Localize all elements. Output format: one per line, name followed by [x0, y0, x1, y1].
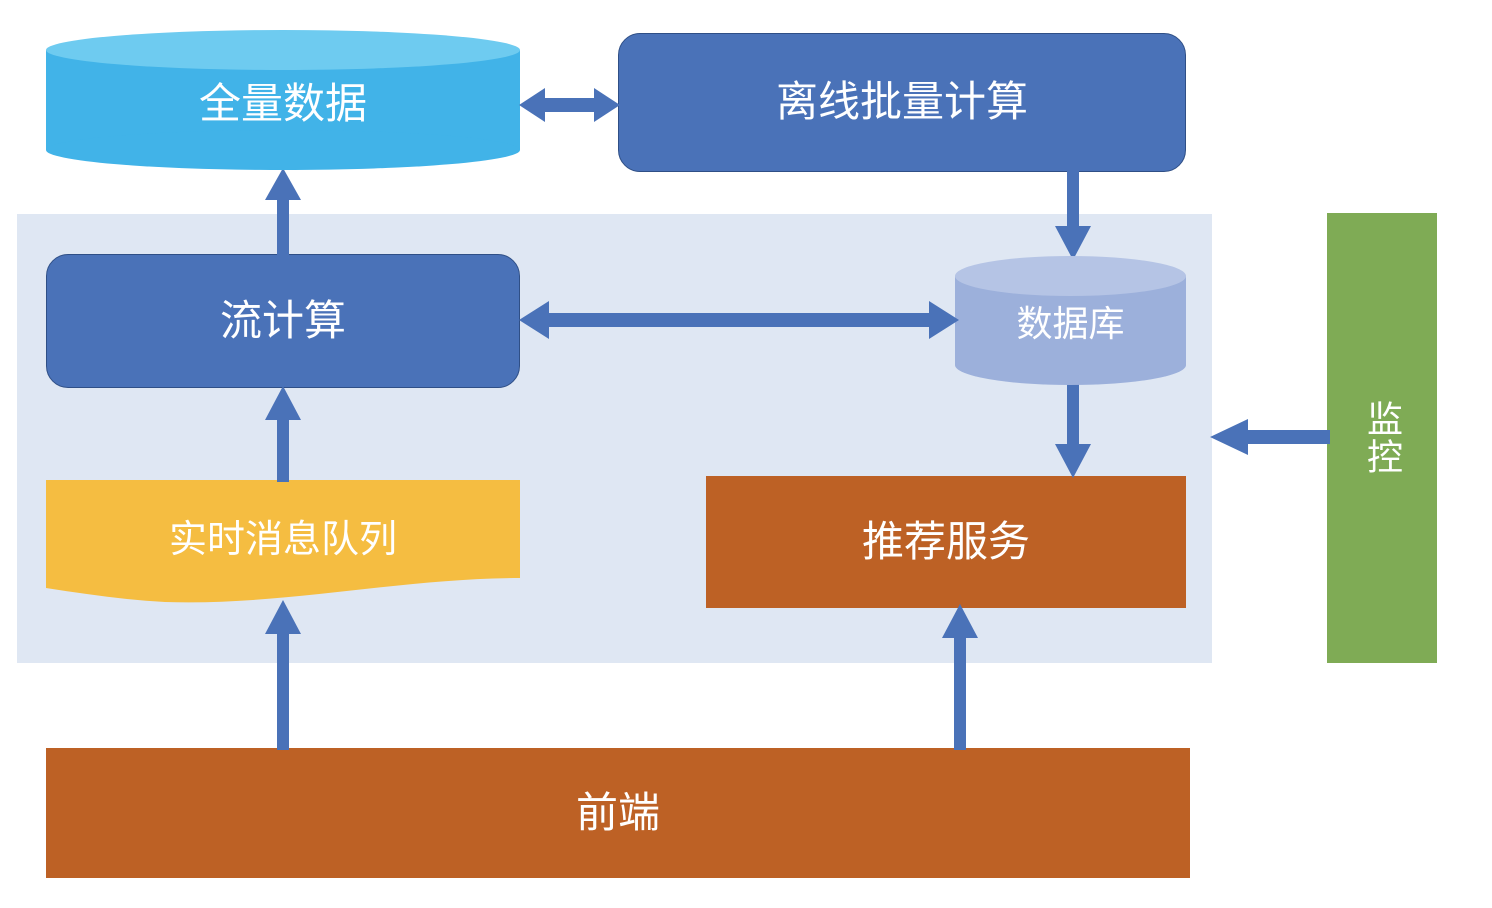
edge-database-to-recommend-service	[1055, 383, 1091, 478]
cylinder-top	[955, 256, 1186, 296]
cylinder-bottom	[46, 130, 520, 170]
node-recommend-service[interactable]: 推荐服务	[706, 476, 1186, 608]
node-offline-batch[interactable]: 离线批量计算	[618, 33, 1186, 172]
edge-monitor-to-platform	[1210, 419, 1330, 455]
node-frontend[interactable]: 前端	[46, 748, 1190, 878]
node-stream-compute[interactable]: 流计算	[46, 254, 520, 388]
wave-banner-shape	[46, 480, 520, 603]
edge-frontend-to-recommend-service	[942, 604, 978, 750]
cylinder-top	[46, 30, 520, 70]
cylinder-bottom	[955, 345, 1186, 385]
edge-full-data-to-offline-batch	[519, 84, 620, 126]
node-monitor-label: 监控	[1362, 400, 1403, 476]
node-database[interactable]: 数据库	[955, 256, 1186, 385]
node-monitor[interactable]: 监控	[1327, 213, 1437, 663]
edge-message-queue-to-stream-compute	[265, 386, 301, 482]
node-database-label: 数据库	[1016, 302, 1125, 344]
edge-stream-compute-to-database	[519, 299, 959, 341]
node-message-queue[interactable]: 实时消息队列	[46, 480, 520, 605]
edge-offline-batch-to-database	[1055, 170, 1091, 260]
node-full-data[interactable]: 全量数据	[46, 30, 520, 170]
edge-frontend-to-message-queue	[265, 600, 301, 750]
node-message-queue-label: 实时消息队列	[168, 519, 397, 561]
node-full-data-label: 全量数据	[198, 79, 367, 127]
edge-stream-compute-to-full-data	[265, 168, 301, 256]
